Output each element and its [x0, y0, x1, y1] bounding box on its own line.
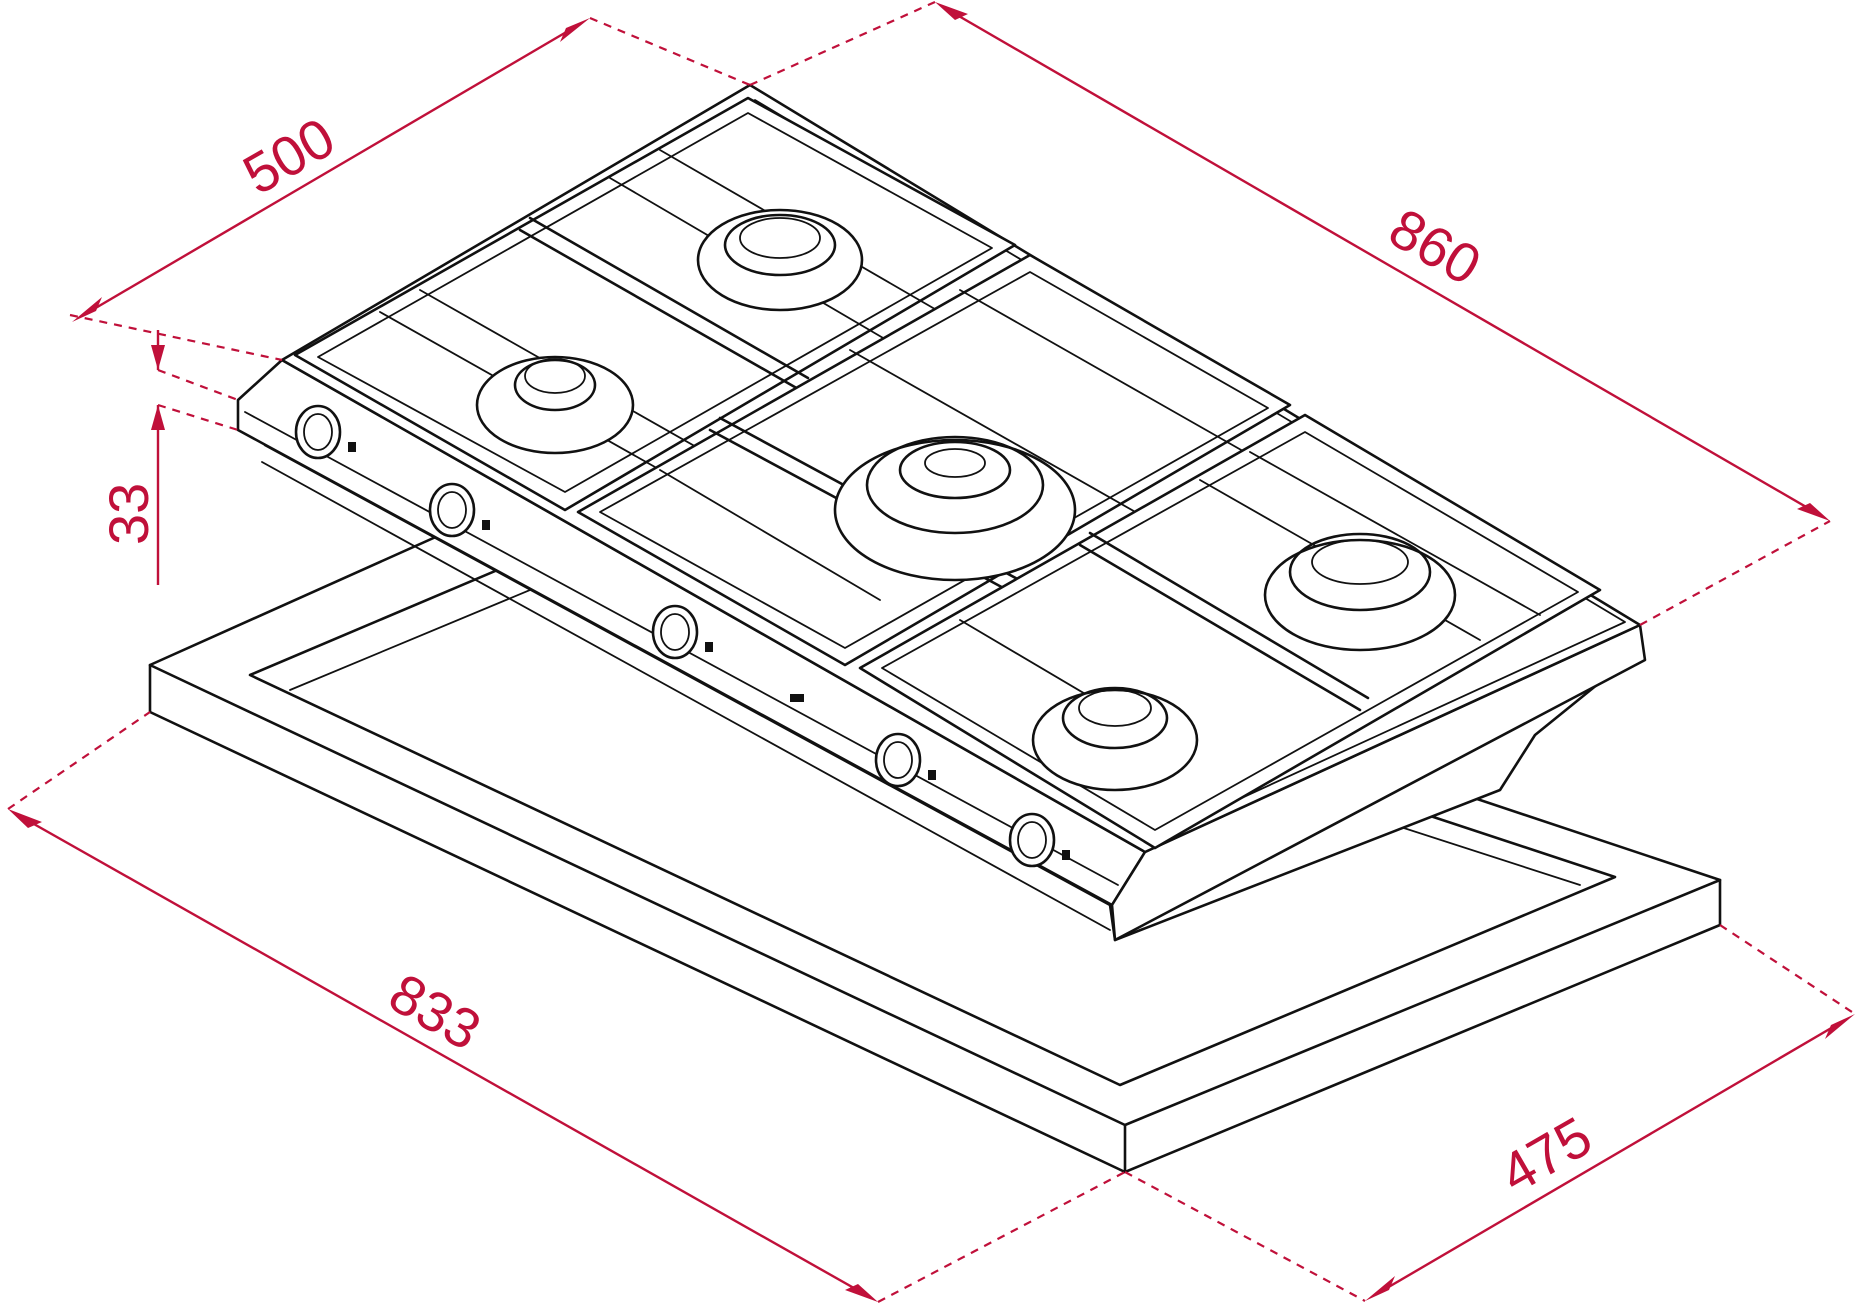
- control-knob-1: [294, 404, 356, 460]
- brand-logo: [790, 694, 804, 702]
- dimension-860-label: 860: [1379, 196, 1491, 297]
- dimension-833-label: 833: [379, 961, 491, 1062]
- burner-rear-left: [696, 208, 864, 312]
- dimension-33: 33: [97, 330, 239, 585]
- grate-left: [293, 96, 1017, 561]
- burner-front-right: [1031, 686, 1199, 792]
- burner-front-left: [475, 355, 635, 455]
- burner-center-wok: [833, 435, 1077, 582]
- dimension-33-label: 33: [97, 483, 160, 545]
- dimension-500-label: 500: [233, 105, 345, 206]
- control-knob-3: [651, 604, 713, 660]
- control-knob-4: [874, 732, 936, 788]
- burner-rear-right: [1263, 532, 1457, 652]
- dimension-475-label: 475: [1490, 1104, 1602, 1205]
- control-knob-5: [1008, 812, 1070, 868]
- control-knob-2: [428, 482, 490, 538]
